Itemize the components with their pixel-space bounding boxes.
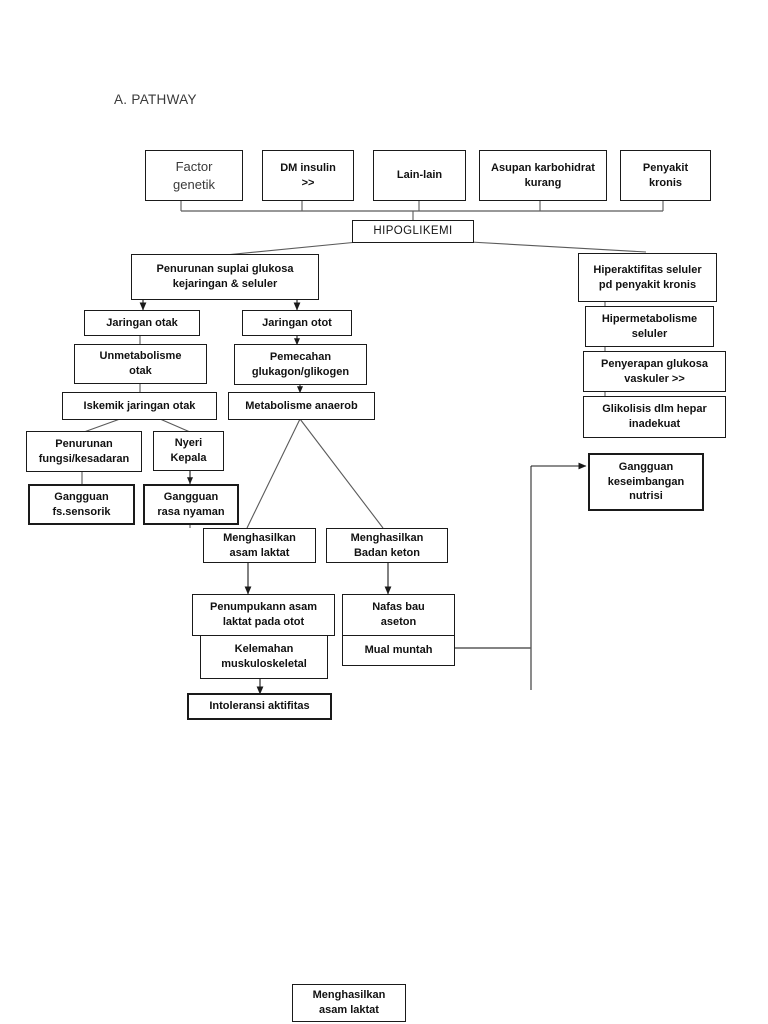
node-jaringan-otot[interactable]: Jaringan otot (242, 310, 352, 336)
node-dm-insulin[interactable]: DM insulin >> (262, 150, 354, 201)
node-hiperaktifitas-seluler[interactable]: Hiperaktifitas seluler pd penyakit kroni… (578, 253, 717, 302)
node-gangguan-fs-sensorik[interactable]: Gangguan fs.sensorik (28, 484, 135, 525)
node-jaringan-otak[interactable]: Jaringan otak (84, 310, 200, 336)
node-pemecahan-glukagon[interactable]: Pemecahan glukagon/glikogen (234, 344, 367, 385)
node-factor-genetik[interactable]: Factor genetik (145, 150, 243, 201)
node-nafas-bau-aseton[interactable]: Nafas bau aseton (342, 594, 455, 636)
node-glikolisis-hepar[interactable]: Glikolisis dlm hepar inadekuat (583, 396, 726, 438)
node-nyeri-kepala[interactable]: Nyeri Kepala (153, 431, 224, 471)
node-penurunan-fungsi-kesadaran[interactable]: Penurunan fungsi/kesadaran (26, 431, 142, 472)
node-mual-muntah[interactable]: Mual muntah (342, 635, 455, 666)
node-kelemahan-muskuloskeletal[interactable]: Kelemahan muskuloskeletal (200, 635, 328, 679)
node-gangguan-keseimbangan-nutrisi[interactable]: Gangguan keseimbangan nutrisi (588, 453, 704, 511)
node-gangguan-rasa-nyaman[interactable]: Gangguan rasa nyaman (143, 484, 239, 525)
node-penyakit-kronis[interactable]: Penyakit kronis (620, 150, 711, 201)
node-menghasilkan-asam-laktat[interactable]: Menghasilkan asam laktat (203, 528, 316, 563)
node-lain-lain[interactable]: Lain-lain (373, 150, 466, 201)
node-menghasilkan-badan-keton[interactable]: Menghasilkan Badan keton (326, 528, 448, 563)
node-penyerapan-glukosa[interactable]: Penyerapan glukosa vaskuler >> (583, 351, 726, 392)
node-penurunan-suplai-glukosa[interactable]: Penurunan suplai glukosa kejaringan & se… (131, 254, 319, 300)
node-unmetabolisme-otak[interactable]: Unmetabolisme otak (74, 344, 207, 384)
page-title: A. PATHWAY (114, 92, 197, 107)
node-penumpukan-asam-laktat[interactable]: Penumpukann asam laktat pada otot (192, 594, 335, 636)
node-asupan-karbohidrat[interactable]: Asupan karbohidrat kurang (479, 150, 607, 201)
node-hipermetabolisme-seluler[interactable]: Hipermetabolisme seluler (585, 306, 714, 347)
node-menghasilkan-asam-laktat-bottom[interactable]: Menghasilkan asam laktat (292, 984, 406, 1022)
node-metabolisme-anaerob[interactable]: Metabolisme anaerob (228, 392, 375, 420)
node-iskemik-jaringan-otak[interactable]: Iskemik jaringan otak (62, 392, 217, 420)
node-hipoglikemi[interactable]: HIPOGLIKEMI (352, 220, 474, 243)
node-intoleransi-aktifitas[interactable]: Intoleransi aktifitas (187, 693, 332, 720)
